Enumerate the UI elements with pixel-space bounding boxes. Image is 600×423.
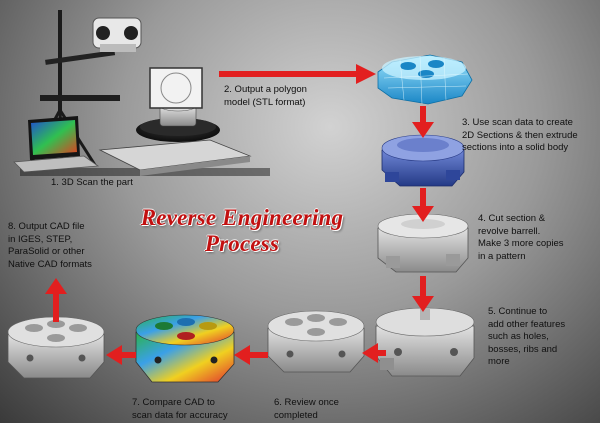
- detailed-part-image: [375, 307, 475, 377]
- step-4-line: in a pattern: [478, 250, 526, 262]
- step-5-label: 5. Continue to add other features such a…: [488, 306, 565, 369]
- scanner-head: [92, 17, 142, 52]
- stl-wireframe-model-image: [377, 54, 473, 105]
- step-7-line: 7. Compare CAD to: [132, 397, 215, 408]
- step-5-line: add other features: [488, 318, 566, 330]
- laptop: [13, 116, 100, 173]
- arrow-scan-to-stl: [219, 64, 376, 84]
- step-8-line: in IGES, STEP,: [8, 233, 73, 245]
- step-1-line: 1. 3D Scan the part: [51, 177, 133, 188]
- arrow-stl-to-extrude: [412, 106, 434, 138]
- arrow-revolve-to-features: [412, 276, 434, 312]
- step-5-line: such as holes,: [488, 331, 549, 342]
- step-5-line: more: [488, 356, 510, 367]
- step-3-label: 3. Use scan data to create 2D Sections &…: [462, 117, 578, 155]
- completed-part-image: [267, 310, 365, 373]
- step-5-line: bosses, ribs and: [488, 343, 558, 355]
- extruded-solid-body-image: [381, 134, 465, 187]
- arrow-features-to-review: [362, 343, 386, 363]
- step-7-label: 7. Compare CAD to scan data for accuracy: [132, 397, 228, 422]
- scanner-station-image: [13, 10, 270, 176]
- step-8-line: 8. Output CAD file: [8, 221, 85, 232]
- step-4-line: revolve barrell.: [478, 225, 541, 237]
- step-4-line: Make 3 more copies: [478, 238, 564, 249]
- step-8-line: Native CAD formats: [8, 258, 92, 270]
- step-6-line: completed: [274, 409, 318, 421]
- step-8-label: 8. Output CAD file in IGES, STEP, ParaSo…: [8, 221, 92, 271]
- step-6-label: 6. Review once completed: [274, 397, 339, 422]
- step-3-line: 3. Use scan data to create: [462, 117, 573, 128]
- deviation-map-part-image: [135, 314, 235, 383]
- step-3-line: 2D Sections & then extrude: [462, 129, 578, 141]
- step-5-line: 5. Continue to: [488, 306, 548, 317]
- arrow-compare-to-output: [106, 345, 136, 365]
- step-1-label: 1. 3D Scan the part: [51, 177, 133, 190]
- step-4-label: 4. Cut section & revolve barrell. Make 3…: [478, 213, 564, 263]
- step-2-line: 2. Output a polygon: [224, 84, 307, 95]
- step-8-line: ParaSolid or other: [8, 246, 85, 257]
- final-cad-part-image: [7, 316, 105, 379]
- step-7-line: scan data for accuracy: [132, 409, 228, 421]
- step-2-line: model (STL format): [224, 96, 306, 108]
- revolved-barrel-image: [377, 213, 469, 273]
- arrow-review-to-compare: [234, 345, 268, 365]
- diagram-title: Reverse Engineering Process: [140, 205, 344, 256]
- step-2-label: 2. Output a polygon model (STL format): [224, 84, 307, 109]
- arrow-output-up: [45, 278, 67, 322]
- step-3-line: sections into a solid body: [462, 142, 569, 153]
- arrow-extrude-to-revolve: [412, 188, 434, 222]
- step-4-line: 4. Cut section &: [478, 213, 546, 224]
- step-6-line: 6. Review once: [274, 397, 339, 408]
